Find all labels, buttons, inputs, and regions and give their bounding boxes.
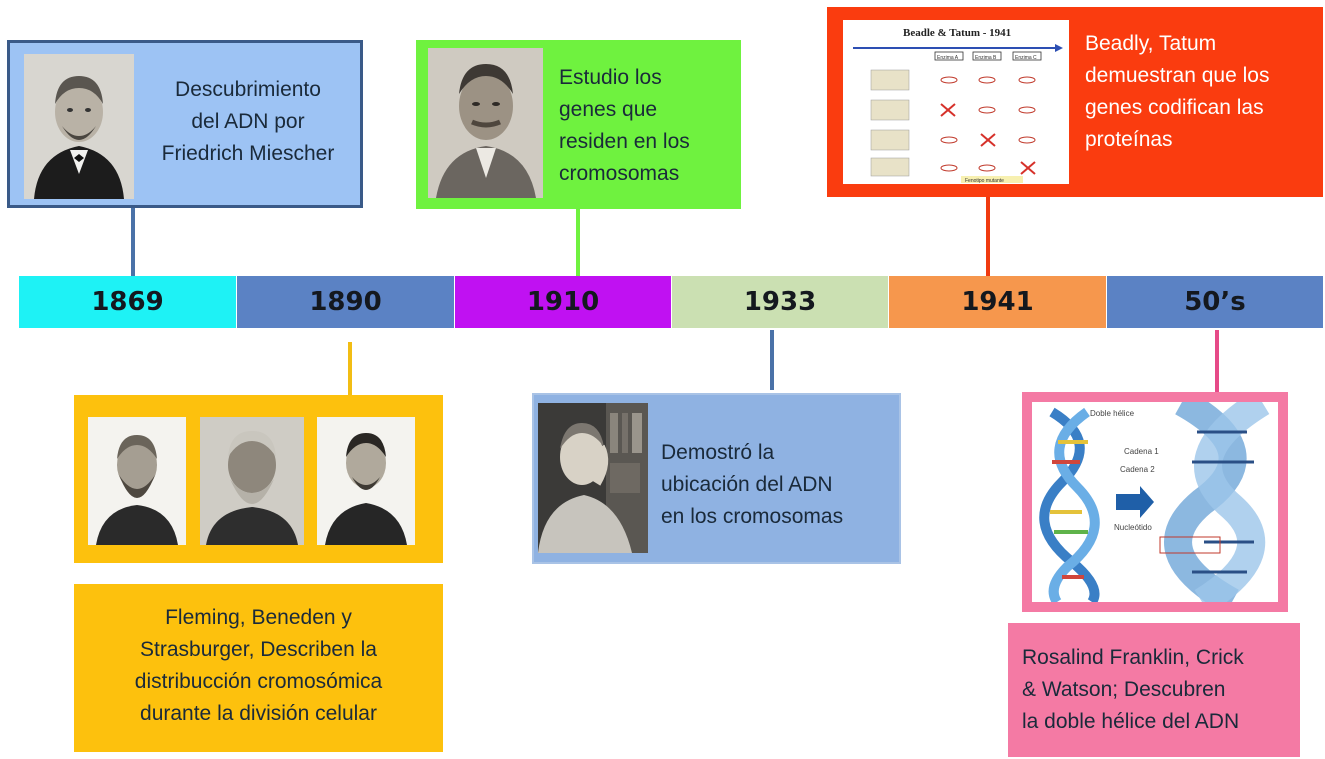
text-line: genes que [559, 98, 658, 121]
beadle-tatum-figure: Beadle & Tatum - 1941 Enzima A Enzima B … [843, 20, 1069, 184]
event-1941-box: Beadle & Tatum - 1941 Enzima A Enzima B … [827, 7, 1323, 197]
stage-label: Enzima B [975, 55, 997, 61]
year-1910: 1910 [455, 276, 671, 328]
text-line: demuestran que los [1085, 64, 1270, 87]
text-line: cromosomas [559, 162, 680, 185]
event-50s-helix-box: Doble hélice Cadena 1 Cadena 2 Nucleótid… [1022, 392, 1288, 612]
beneden-portrait [200, 417, 304, 545]
strasburger-portrait [317, 417, 415, 545]
figure-title: Beadle & Tatum - 1941 [903, 27, 1011, 39]
stage-label: Enzima A [937, 55, 959, 61]
connector-1941 [986, 196, 990, 276]
event-1890-portraits-box [74, 395, 443, 563]
connector-1910 [576, 208, 580, 276]
year-label: 1910 [526, 287, 600, 317]
sutton-portrait [428, 48, 543, 198]
helix-label: Cadena 2 [1120, 465, 1155, 474]
text-line: ubicación del ADN [661, 473, 833, 496]
year-1933: 1933 [672, 276, 888, 328]
helix-label: Cadena 1 [1124, 447, 1159, 456]
helix-label: Nucleótido [1114, 523, 1152, 532]
helix-label: Doble hélice [1090, 409, 1135, 418]
connector-1890 [348, 342, 352, 395]
event-1890-text: Fleming, Beneden y Strasburger, Describe… [74, 602, 443, 730]
connector-50s [1215, 330, 1219, 392]
event-1933-box: Demostró la ubicación del ADN en los cro… [532, 393, 901, 564]
year-label: 1933 [743, 287, 817, 317]
text-line: genes codifican las [1085, 96, 1264, 119]
event-1869-text: Descubrimiento del ADN por Friedrich Mie… [136, 74, 360, 170]
text-line: Strasburger, Describen la [140, 638, 377, 661]
event-1910-box: Estudio los genes que residen en los cro… [416, 40, 741, 209]
text-line: residen en los [559, 130, 690, 153]
event-1933-text: Demostró la ubicación del ADN en los cro… [661, 437, 897, 533]
text-line: Estudio los [559, 66, 662, 89]
connector-1933 [770, 330, 774, 390]
belling-portrait [538, 403, 648, 553]
event-1890-text-box: Fleming, Beneden y Strasburger, Describe… [74, 584, 443, 752]
year-1941: 1941 [889, 276, 1106, 328]
year-label: 1890 [309, 287, 382, 317]
figure-footer: Fenotipo mutante [965, 178, 1004, 184]
year-label: 50’s [1184, 287, 1246, 317]
fleming-portrait [88, 417, 186, 545]
year-label: 1941 [961, 287, 1034, 317]
miescher-portrait [24, 54, 134, 199]
event-50s-text-box: Rosalind Franklin, Crick & Watson; Descu… [1008, 623, 1300, 757]
text-line: Fleming, Beneden y [165, 606, 352, 629]
text-line: la doble hélice del ADN [1022, 710, 1240, 733]
text-line: Descubrimiento [175, 78, 321, 101]
text-line: Friedrich Miescher [161, 142, 335, 165]
event-50s-text: Rosalind Franklin, Crick & Watson; Descu… [1022, 642, 1298, 738]
text-line: Beadly, Tatum [1085, 32, 1217, 55]
text-line: del ADN por [191, 110, 305, 133]
event-1910-text: Estudio los genes que residen en los cro… [559, 62, 737, 190]
event-1869-box: Descubrimiento del ADN por Friedrich Mie… [7, 40, 363, 208]
year-1869: 1869 [19, 276, 236, 328]
double-helix-figure: Doble hélice Cadena 1 Cadena 2 Nucleótid… [1032, 402, 1278, 602]
year-1890: 1890 [237, 276, 454, 328]
event-1941-text: Beadly, Tatum demuestran que los genes c… [1085, 28, 1319, 156]
year-label: 1869 [91, 287, 164, 317]
stage-label: Enzima C [1015, 55, 1037, 61]
text-line: distribucción cromosómica [134, 670, 383, 693]
text-line: Demostró la [661, 441, 775, 464]
year-50s: 50’s [1107, 276, 1323, 328]
connector-1869 [131, 207, 135, 276]
text-line: Rosalind Franklin, Crick [1022, 646, 1244, 669]
text-line: en los cromosomas [661, 505, 844, 528]
text-line: durante la división celular [140, 702, 377, 725]
text-line: & Watson; Descubren [1022, 678, 1226, 701]
text-line: proteínas [1085, 128, 1173, 151]
